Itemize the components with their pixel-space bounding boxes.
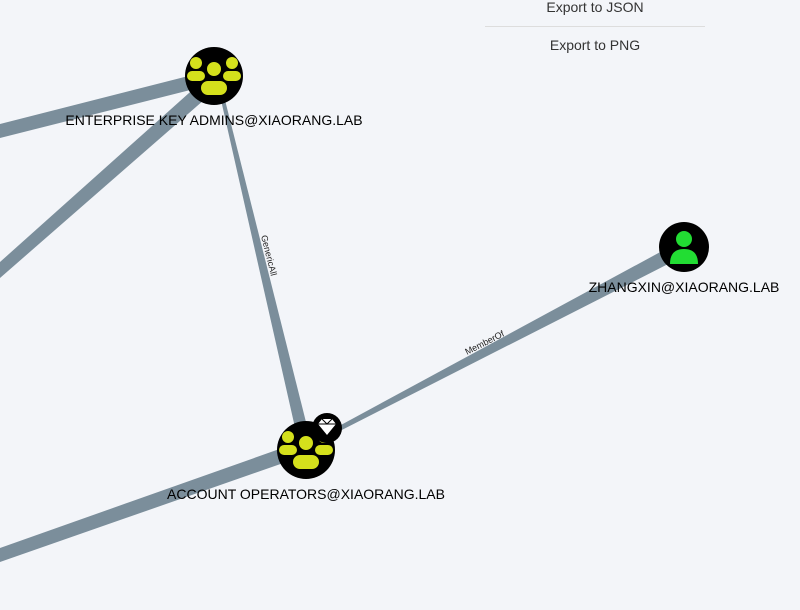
edge-member-of[interactable] [328, 250, 672, 436]
edge-offscreen-to-enterprise-key-admins[interactable] [0, 70, 214, 138]
high-value-diamond-icon [312, 413, 342, 443]
node-account-operators[interactable]: ACCOUNT OPERATORS@XIAORANG.LAB [167, 413, 445, 502]
node-label: ZHANGXIN@XIAORANG.LAB [589, 279, 780, 295]
edge-generic-all[interactable] [221, 100, 308, 432]
export-menu: Export to JSON Export to PNG [485, 0, 705, 64]
node-label: ENTERPRISE KEY ADMINS@XIAORANG.LAB [65, 112, 362, 128]
menu-divider [485, 26, 705, 27]
node-zhangxin[interactable]: ZHANGXIN@XIAORANG.LAB [589, 222, 780, 295]
edge-offscreen-to-account-operators[interactable] [0, 446, 292, 562]
edges: GenericAll MemberOf [0, 70, 672, 562]
edge-offscreen-to-enterprise-key-admins-2[interactable] [0, 76, 220, 278]
export-json-button[interactable]: Export to JSON [546, 0, 644, 15]
node-enterprise-key-admins[interactable]: ENTERPRISE KEY ADMINS@XIAORANG.LAB [65, 47, 363, 128]
node-label: ACCOUNT OPERATORS@XIAORANG.LAB [167, 486, 445, 502]
export-png-button[interactable]: Export to PNG [549, 37, 641, 53]
group-icon [187, 57, 241, 97]
user-icon [670, 231, 698, 264]
